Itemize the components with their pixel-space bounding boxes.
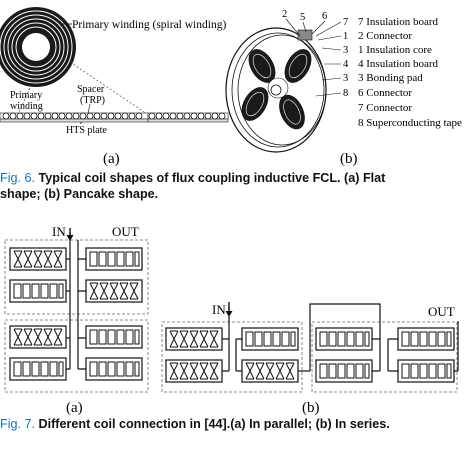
pancake-coil: [225, 27, 327, 153]
fig7-panel-b-label: (b): [302, 400, 320, 416]
callout-1: 1: [343, 31, 348, 42]
conductor-circle: [65, 112, 73, 120]
legend-item: 7 Connector: [358, 102, 412, 114]
spacer-label-2: (TRP): [80, 95, 105, 106]
conductor-circle: [107, 112, 115, 120]
conductor-circle: [72, 112, 80, 120]
conductor-circle: [121, 112, 129, 120]
legend-item: 2 Connector: [358, 30, 412, 42]
fig7b-series-diagram: IN OUT: [161, 302, 459, 393]
conductor-circle: [148, 112, 156, 120]
primary-spiral-label: Primary winding (spiral winding): [72, 19, 226, 31]
conductor-circle: [211, 112, 219, 120]
conductor-circle: [114, 112, 122, 120]
fig7-caption: Fig. 7. Different coil connection in [44…: [0, 416, 474, 432]
conductor-circle: [155, 112, 163, 120]
fig6-legend: 7 Insulation board 2 Connector 1 Insulat…: [358, 16, 462, 129]
primary-label-1: Primary: [10, 90, 42, 101]
conductor-circle: [183, 112, 191, 120]
spacer-label-1: Spacer: [77, 84, 105, 95]
callout-3b: 3: [343, 73, 348, 84]
conductor-circle: [197, 112, 205, 120]
fig6-caption-text-1: Typical coil shapes of flux coupling ind…: [38, 171, 386, 185]
conductor-circle: [58, 112, 66, 120]
fig7-illustration: IN OUT (a) IN OUT (b): [4, 224, 459, 416]
fig7b-out-label: OUT: [428, 304, 455, 319]
fig6-caption-number: Fig. 6.: [0, 171, 35, 185]
fig7-caption-number: Fig. 7.: [0, 417, 35, 431]
conductor-circle: [16, 112, 24, 120]
callout-numbers: 2 5 6 7 1 3 4 3 8: [282, 9, 349, 99]
fig7a-out-label: OUT: [112, 224, 139, 239]
conductor-circle: [9, 112, 17, 120]
conductor-circle: [169, 112, 177, 120]
fig6-illustration: Primary winding (spiral winding) Primary…: [0, 7, 462, 167]
conductor-circle: [37, 112, 45, 120]
callout-5: 5: [300, 12, 305, 23]
callout-7: 7: [343, 17, 348, 28]
fig6-panel-b-label: (b): [340, 151, 358, 167]
conductor-circle: [100, 112, 108, 120]
fig7-caption-text: Different coil connection in [44].(a) In…: [38, 417, 390, 431]
conductor-circle: [128, 112, 136, 120]
primary-label-2: winding: [10, 101, 43, 112]
legend-item: 4 Insulation board: [358, 58, 439, 70]
conductor-circle: [162, 112, 170, 120]
callout-8: 8: [343, 88, 348, 99]
conductor-circle: [204, 112, 212, 120]
fig6-caption-text-2: shape; (b) Pancake shape.: [0, 187, 159, 201]
conductor-circle: [218, 112, 226, 120]
legend-item: 1 Insulation core: [358, 44, 432, 56]
conductor-circle: [30, 112, 38, 120]
fig7a-in-label: IN: [52, 224, 66, 239]
conductor-circle: [23, 112, 31, 120]
callout-2: 2: [282, 9, 287, 20]
legend-item: 7 Insulation board: [358, 16, 439, 28]
conductor-circle: [190, 112, 198, 120]
callout-6: 6: [322, 11, 327, 22]
legend-item: 8 Superconducting tape: [358, 117, 462, 129]
fig6-caption: Fig. 6. Typical coil shapes of flux coup…: [0, 170, 474, 202]
conductor-circle: [86, 112, 94, 120]
conductor-circle: [79, 112, 87, 120]
conductor-circle: [93, 112, 101, 120]
conductor-circle: [176, 112, 184, 120]
conductor-circle: [2, 112, 10, 120]
hts-plate-label: HTS plate: [66, 125, 107, 136]
conductor-circle: [135, 112, 143, 120]
legend-item: 6 Connector: [358, 87, 412, 99]
fig7a-parallel-diagram: IN OUT: [4, 224, 149, 393]
legend-item: 3 Bonding pad: [358, 72, 423, 84]
fig7-panel-a-label: (a): [66, 400, 83, 416]
fig6-panel-a-label: (a): [103, 151, 120, 167]
callout-3a: 3: [343, 45, 348, 56]
conductor-circle: [44, 112, 52, 120]
conductor-circle: [51, 112, 59, 120]
spiral-coil: [0, 7, 76, 87]
fig7b-in-label: IN: [212, 302, 226, 317]
callout-4: 4: [343, 59, 349, 70]
